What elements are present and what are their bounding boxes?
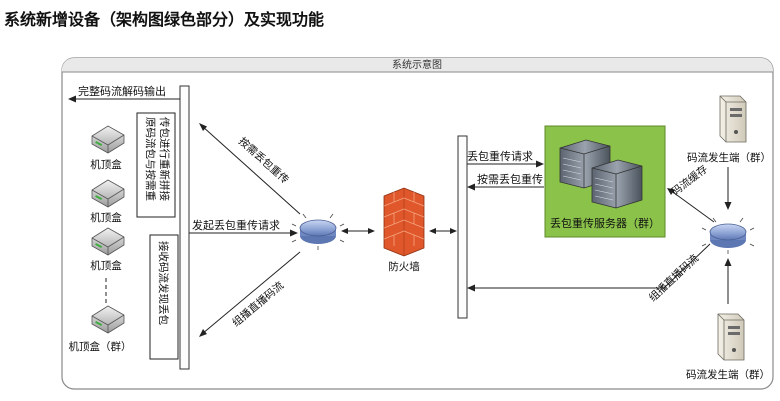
firewall-label: 防火墙 xyxy=(388,260,420,273)
stb-1-label: 机顶盒 xyxy=(90,158,122,171)
set-top-box-icon xyxy=(91,125,125,154)
source-bottom: 码流发生端（群） xyxy=(686,313,770,381)
page-heading: 系统新增设备（架构图绿色部分）及实现功能 xyxy=(4,10,325,29)
source-bottom-arrow xyxy=(724,258,732,304)
initiate-request-label: 发起丢包重传请求 xyxy=(192,218,280,232)
left-bus-bar xyxy=(179,85,190,370)
stb-3: 机顶盒 xyxy=(90,227,125,272)
merge-label-right: 传包进行重新拼接 xyxy=(158,117,171,201)
loss-request-arrow: 丢包重传请求 xyxy=(467,149,544,168)
resend-arrow-right: 按需丢包重传 xyxy=(467,172,544,191)
stb-2: 机顶盒 xyxy=(90,179,125,224)
server-group-box: 丢包重传服务器（群） xyxy=(544,125,666,238)
source-top-arrow xyxy=(724,167,732,210)
resend-right-label: 按需丢包重传 xyxy=(477,172,543,186)
stb-group-label: 机顶盒（群） xyxy=(69,340,132,353)
stb-1: 机顶盒 xyxy=(90,125,125,171)
source-bottom-label: 码流发生端（群） xyxy=(686,368,770,381)
firewall: 防火墙 xyxy=(383,187,425,273)
loss-request-label: 丢包重传请求 xyxy=(467,149,533,163)
router-firewall-link xyxy=(341,228,375,234)
router-icon xyxy=(291,213,345,250)
detect-loss-box: 接收码流发现丢包 xyxy=(149,234,179,360)
server-rack-icon xyxy=(559,139,643,209)
firewall-icon xyxy=(383,187,425,257)
tower-pc-icon xyxy=(719,95,747,143)
set-top-box-icon xyxy=(91,305,125,334)
merge-label-left: 原码流包与按需重 xyxy=(144,117,157,201)
stb-2-label: 机顶盒 xyxy=(90,211,122,224)
source-top: 码流发生端（群） xyxy=(687,95,771,164)
output-arrow: 完整码流解码输出 xyxy=(68,84,180,103)
router-icon xyxy=(701,217,755,254)
server-group-label: 丢包重传服务器（群） xyxy=(550,216,660,230)
source-top-label: 码流发生端（群） xyxy=(687,151,771,164)
right-bus-bar xyxy=(457,135,468,319)
firewall-bar-link xyxy=(429,228,457,234)
output-label: 完整码流解码输出 xyxy=(78,84,166,98)
stb-3-label: 机顶盒 xyxy=(90,259,122,272)
tower-pc-icon xyxy=(717,313,745,361)
initiate-request-arrow: 发起丢包重传请求 xyxy=(189,218,298,237)
router-right xyxy=(701,217,755,254)
router-left xyxy=(291,213,345,250)
detect-loss-label: 接收码流发现丢包 xyxy=(157,241,170,325)
merge-box: 原码流包与按需重 传包进行重新拼接 xyxy=(136,112,176,218)
stb-group: 机顶盒（群） xyxy=(69,305,132,353)
set-top-box-icon xyxy=(91,179,125,208)
frame-title: 系统示意图 xyxy=(392,58,442,71)
set-top-box-icon xyxy=(91,227,125,256)
